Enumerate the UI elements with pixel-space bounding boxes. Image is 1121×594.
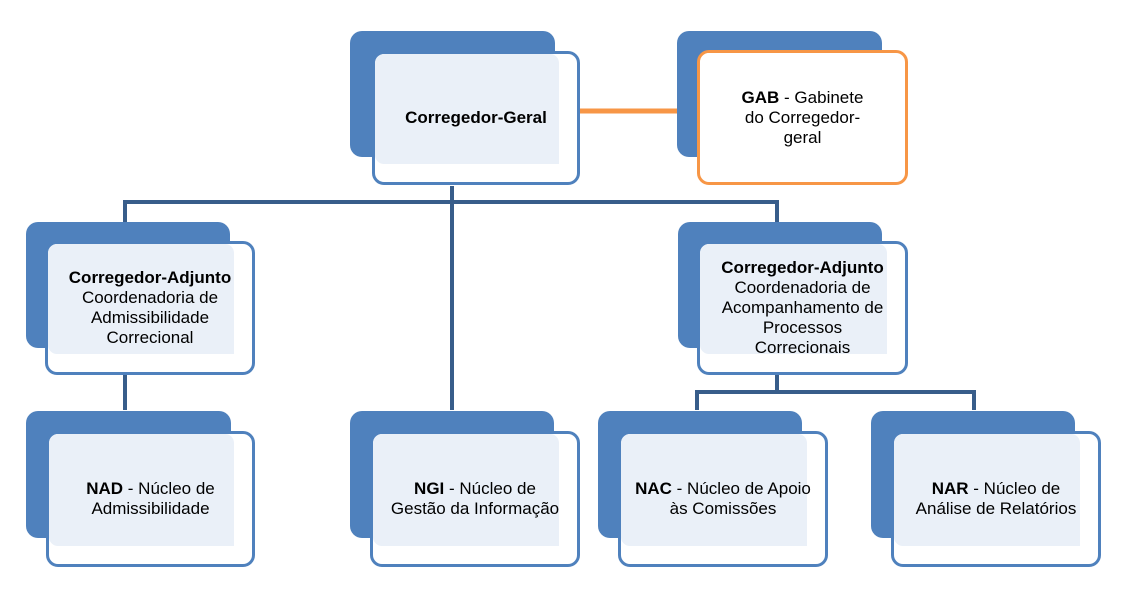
gab-desc: - Gabinete do Corregedor-geral	[744, 87, 864, 147]
node-nar: NAR - Núcleo de Análise de Relatórios	[871, 411, 1101, 567]
adjunto-right-title: Corregedor-Adjunto	[721, 258, 884, 277]
adjunto-left-line-2: Admissibilidade	[90, 308, 210, 327]
nad-desc: - Núcleo de	[123, 479, 215, 498]
ngi-line-2: Gestão da Informação	[390, 499, 560, 518]
adjunto-right-line-2: Acompanhamento de	[721, 298, 884, 317]
node-ngi: NGI - Núcleo de Gestão da Informação	[350, 411, 580, 567]
adjunto-left-line-3: Correcional	[106, 328, 194, 347]
adjunto-right-line-1: Coordenadoria de	[734, 278, 871, 297]
nar-code: NAR	[931, 479, 969, 498]
nac-line-2: às Comissões	[669, 499, 777, 518]
nar-desc: - Núcleo de	[968, 479, 1061, 498]
node-adjunto-acompanhamento: Corregedor-Adjunto Coordenadoria de Acom…	[678, 222, 908, 375]
nad-line-2: Admissibilidade	[91, 499, 210, 518]
corregedor-geral-title: Corregedor-Geral	[405, 108, 547, 127]
nar-line-2: Análise de Relatórios	[915, 499, 1077, 518]
node-gab: GAB - Gabinete do Corregedor-geral	[677, 31, 908, 185]
adjunto-left-line-1: Coordenadoria de	[81, 288, 219, 307]
node-corregedor-geral: Corregedor-Geral	[350, 31, 580, 185]
nac-code: NAC	[635, 479, 672, 498]
node-adjunto-admissibilidade: Corregedor-Adjunto Coordenadoria de Admi…	[26, 222, 255, 375]
gab-code: GAB	[741, 87, 780, 107]
ngi-code: NGI	[414, 479, 445, 498]
node-nac: NAC - Núcleo de Apoio às Comissões	[598, 411, 828, 567]
nac-desc: - Núcleo de Apoio	[671, 479, 811, 498]
nad-code: NAD	[86, 479, 124, 498]
adjunto-left-title: Corregedor-Adjunto	[68, 268, 232, 287]
adjunto-right-line-4: Correcionais	[754, 338, 851, 357]
node-nad: NAD - Núcleo de Admissibilidade	[26, 411, 255, 567]
adjunto-right-line-3: Processos	[762, 318, 843, 337]
ngi-desc: - Núcleo de	[444, 479, 536, 498]
